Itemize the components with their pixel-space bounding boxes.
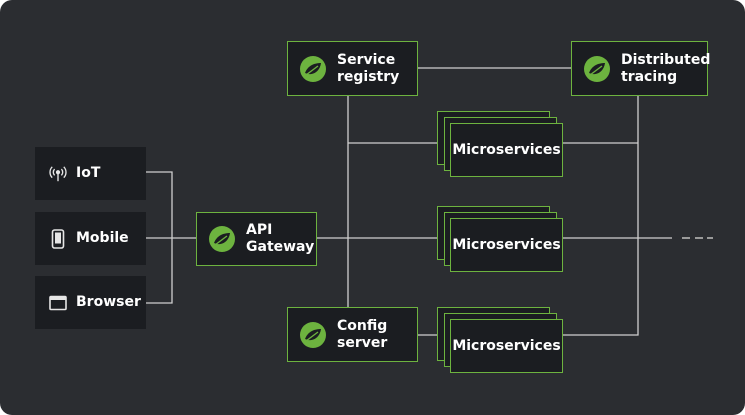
client-iot-label: IoT <box>76 165 101 181</box>
distributed-tracing-line2: tracing <box>621 68 678 85</box>
spring-logo-icon <box>209 226 235 252</box>
microservices-label: Microservices <box>452 141 561 158</box>
mobile-phone-icon <box>49 228 67 249</box>
service-registry-line2: registry <box>337 68 400 85</box>
service-registry-line1: Service <box>337 51 396 68</box>
client-mobile-label: Mobile <box>76 230 129 246</box>
microservices-label: Microservices <box>452 337 561 354</box>
antenna-icon <box>49 164 67 184</box>
config-server-line2: server <box>337 334 388 351</box>
microservices-stack-2: Microservices <box>450 218 563 272</box>
continuation-dash <box>707 237 713 239</box>
spring-logo-icon <box>300 321 326 348</box>
microservices-stack-1: Microservices <box>450 123 563 177</box>
spring-logo-icon <box>300 55 326 82</box>
config-server-box: Config server <box>287 307 418 362</box>
client-browser: Browser <box>35 276 146 329</box>
config-server-line1: Config <box>337 317 388 334</box>
api-gateway-box: API Gateway <box>196 212 317 266</box>
microservices-label: Microservices <box>452 236 561 253</box>
continuation-dash <box>682 237 690 239</box>
api-gateway-line2: Gateway <box>246 239 315 255</box>
distributed-tracing-line1: Distributed <box>621 51 711 68</box>
service-registry-box: Service registry <box>287 41 418 96</box>
microservices-stack-3: Microservices <box>450 319 563 373</box>
tracing-trunk <box>563 96 639 336</box>
browser-window-icon <box>49 293 67 313</box>
client-mobile: Mobile <box>35 212 146 265</box>
client-iot: IoT <box>35 147 146 200</box>
continuation-dash <box>695 237 703 239</box>
distributed-tracing-box: Distributed tracing <box>571 41 711 96</box>
client-browser-label: Browser <box>76 294 141 310</box>
api-gateway-line1: API <box>246 222 273 238</box>
spring-logo-icon <box>584 55 610 82</box>
